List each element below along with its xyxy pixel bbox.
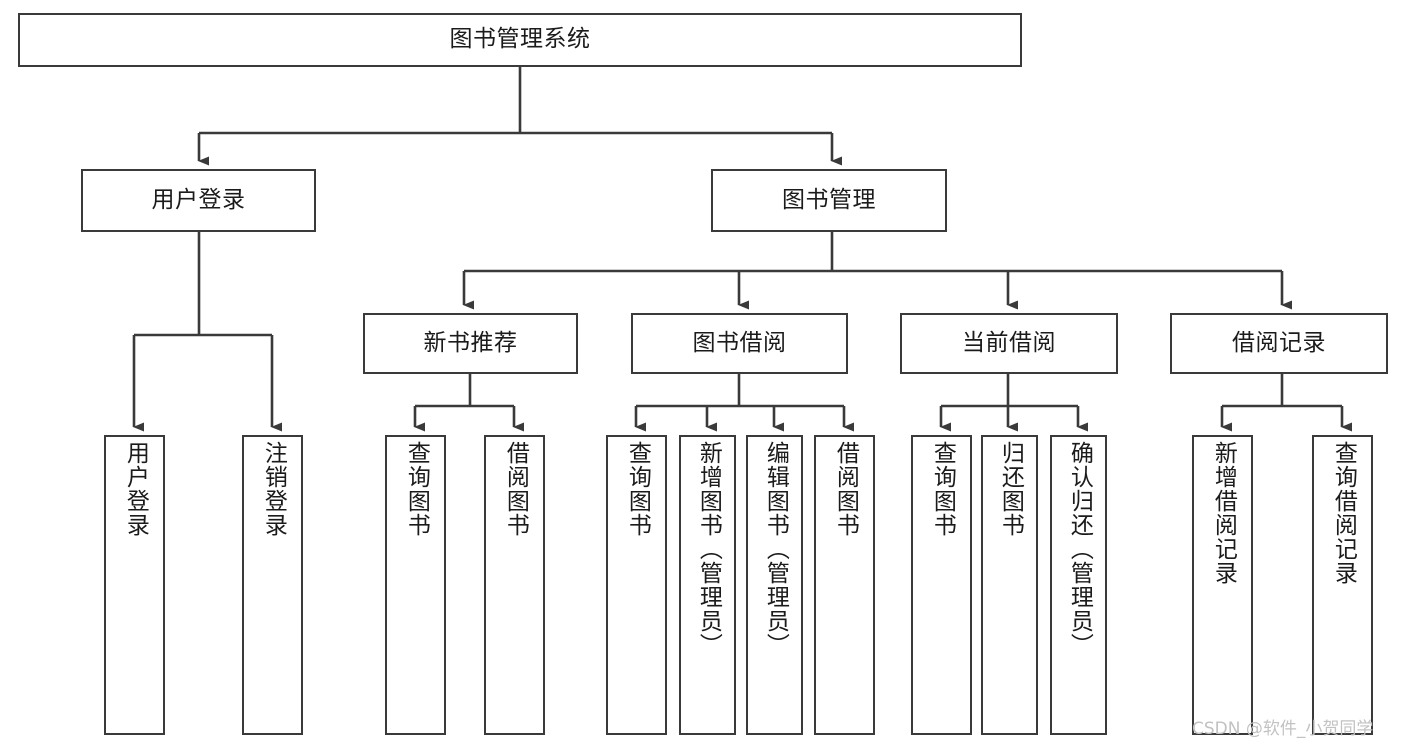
node-leaf-borrow-book[interactable]: 借阅图书	[814, 435, 875, 735]
node-label: 图书管理系统	[449, 26, 591, 53]
node-label: 用户登录	[151, 186, 246, 213]
node-label: 查询借阅记录	[1330, 441, 1357, 585]
node-label: 确认归还（管理员）	[1066, 441, 1093, 657]
node-label: 图书借阅	[692, 329, 787, 356]
node-leaf-query-borrow-record[interactable]: 查询借阅记录	[1312, 435, 1373, 735]
node-leaf-add-borrow-record[interactable]: 新增借阅记录	[1192, 435, 1253, 735]
node-label: 新增借阅记录	[1210, 441, 1237, 585]
node-leaf-logout[interactable]: 注销登录	[242, 435, 303, 735]
node-new-book-recommend[interactable]: 新书推荐	[363, 313, 578, 374]
node-leaf-return-book[interactable]: 归还图书	[981, 435, 1038, 735]
node-label: 借阅图书	[832, 441, 859, 537]
node-user-login[interactable]: 用户登录	[81, 169, 316, 232]
node-leaf-query-book-borrow[interactable]: 查询图书	[606, 435, 667, 735]
node-label: 借阅记录	[1232, 329, 1326, 356]
node-leaf-borrow-book-new[interactable]: 借阅图书	[484, 435, 545, 735]
node-leaf-edit-book-admin[interactable]: 编辑图书（管理员）	[746, 435, 803, 735]
node-book-borrow[interactable]: 图书借阅	[631, 313, 848, 374]
node-book-management[interactable]: 图书管理	[711, 169, 947, 232]
node-leaf-query-book-current[interactable]: 查询图书	[911, 435, 972, 735]
node-label: 注销登录	[260, 441, 287, 537]
node-label: 新增图书（管理员）	[695, 441, 722, 657]
node-leaf-user-login[interactable]: 用户登录	[104, 435, 165, 735]
node-label: 查询图书	[929, 441, 956, 537]
node-label: 当前借阅	[962, 329, 1056, 356]
node-label: 新书推荐	[423, 329, 518, 356]
node-leaf-confirm-return-admin[interactable]: 确认归还（管理员）	[1050, 435, 1107, 735]
watermark: CSDN @软件_小贺同学	[1192, 719, 1374, 739]
node-leaf-query-book-new[interactable]: 查询图书	[385, 435, 446, 735]
node-current-borrow[interactable]: 当前借阅	[900, 313, 1118, 374]
node-label: 查询图书	[624, 441, 651, 537]
node-leaf-add-book-admin[interactable]: 新增图书（管理员）	[679, 435, 736, 735]
node-label: 图书管理	[782, 186, 876, 213]
node-label: 编辑图书（管理员）	[762, 441, 789, 657]
node-label: 归还图书	[997, 441, 1024, 537]
node-label: 借阅图书	[502, 441, 529, 537]
node-root-book-management-system[interactable]: 图书管理系统	[18, 13, 1022, 67]
node-borrow-record[interactable]: 借阅记录	[1170, 313, 1388, 374]
node-label: 查询图书	[403, 441, 430, 537]
node-label: 用户登录	[122, 441, 149, 537]
